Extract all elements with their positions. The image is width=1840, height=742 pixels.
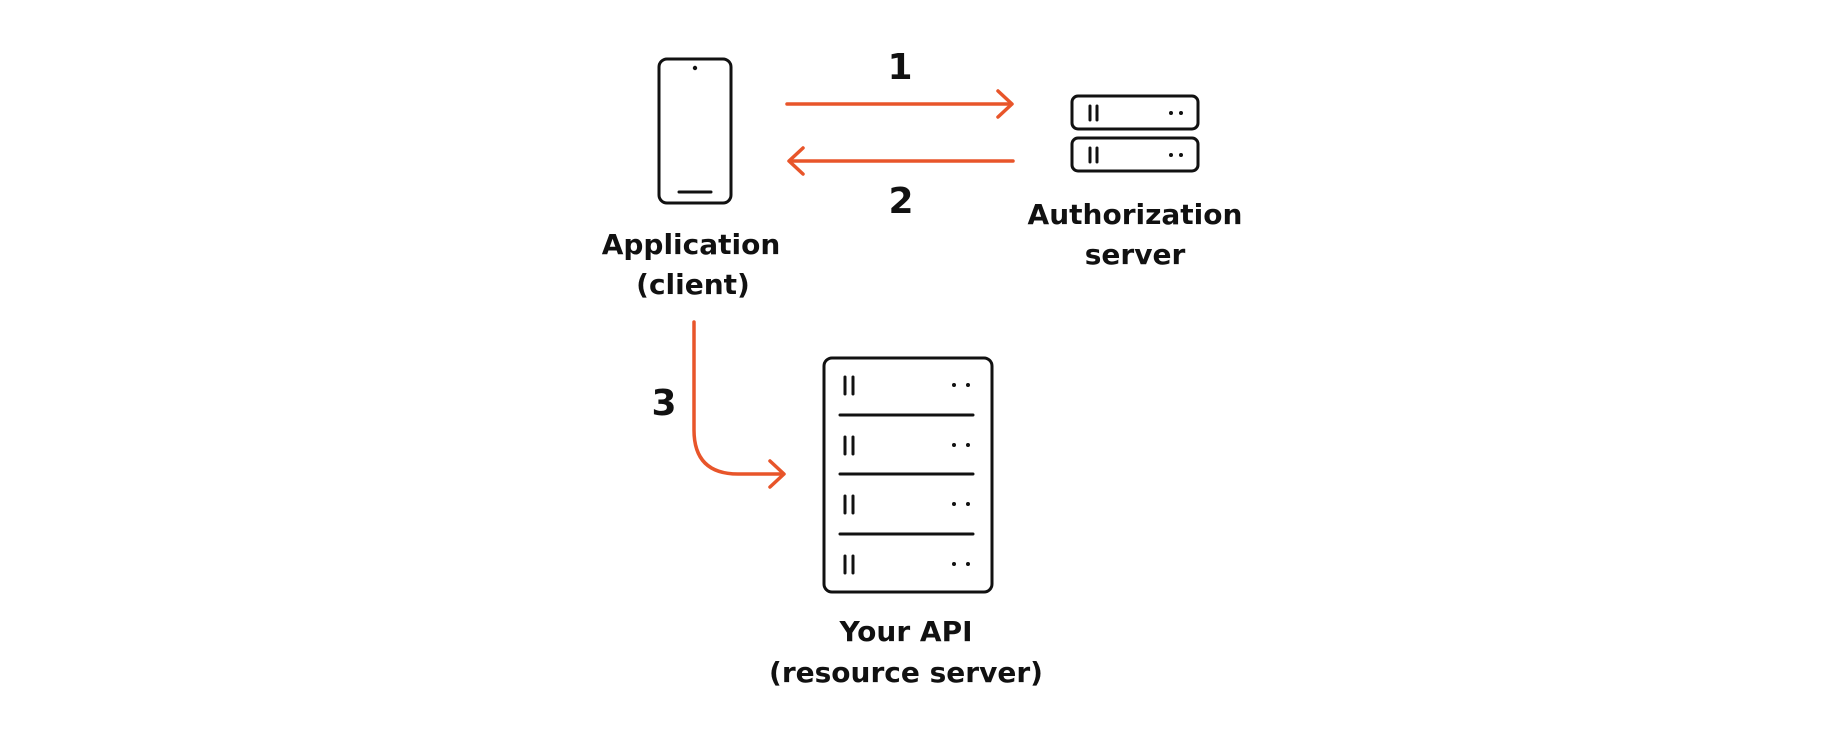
resource-server-label-line2: (resource server) — [769, 656, 1043, 689]
step-3-number: 3 — [651, 383, 676, 424]
resource-server-label-line1: Your API — [838, 615, 972, 648]
application-label-line1: Application — [602, 228, 781, 261]
server-stack-icon — [1070, 94, 1200, 173]
phone-icon — [657, 57, 733, 205]
arrow-step3 — [692, 320, 786, 489]
server-rack-icon — [822, 356, 994, 594]
step-1-number: 1 — [887, 47, 912, 88]
application-label-line2: (client) — [636, 268, 750, 301]
arrow-step1 — [785, 89, 1014, 119]
auth-server-label-line2: server — [1085, 238, 1186, 271]
step-2-number: 2 — [888, 181, 913, 222]
auth-server-label-line1: Authorization — [1028, 198, 1243, 231]
arrow-step2 — [787, 146, 1015, 176]
